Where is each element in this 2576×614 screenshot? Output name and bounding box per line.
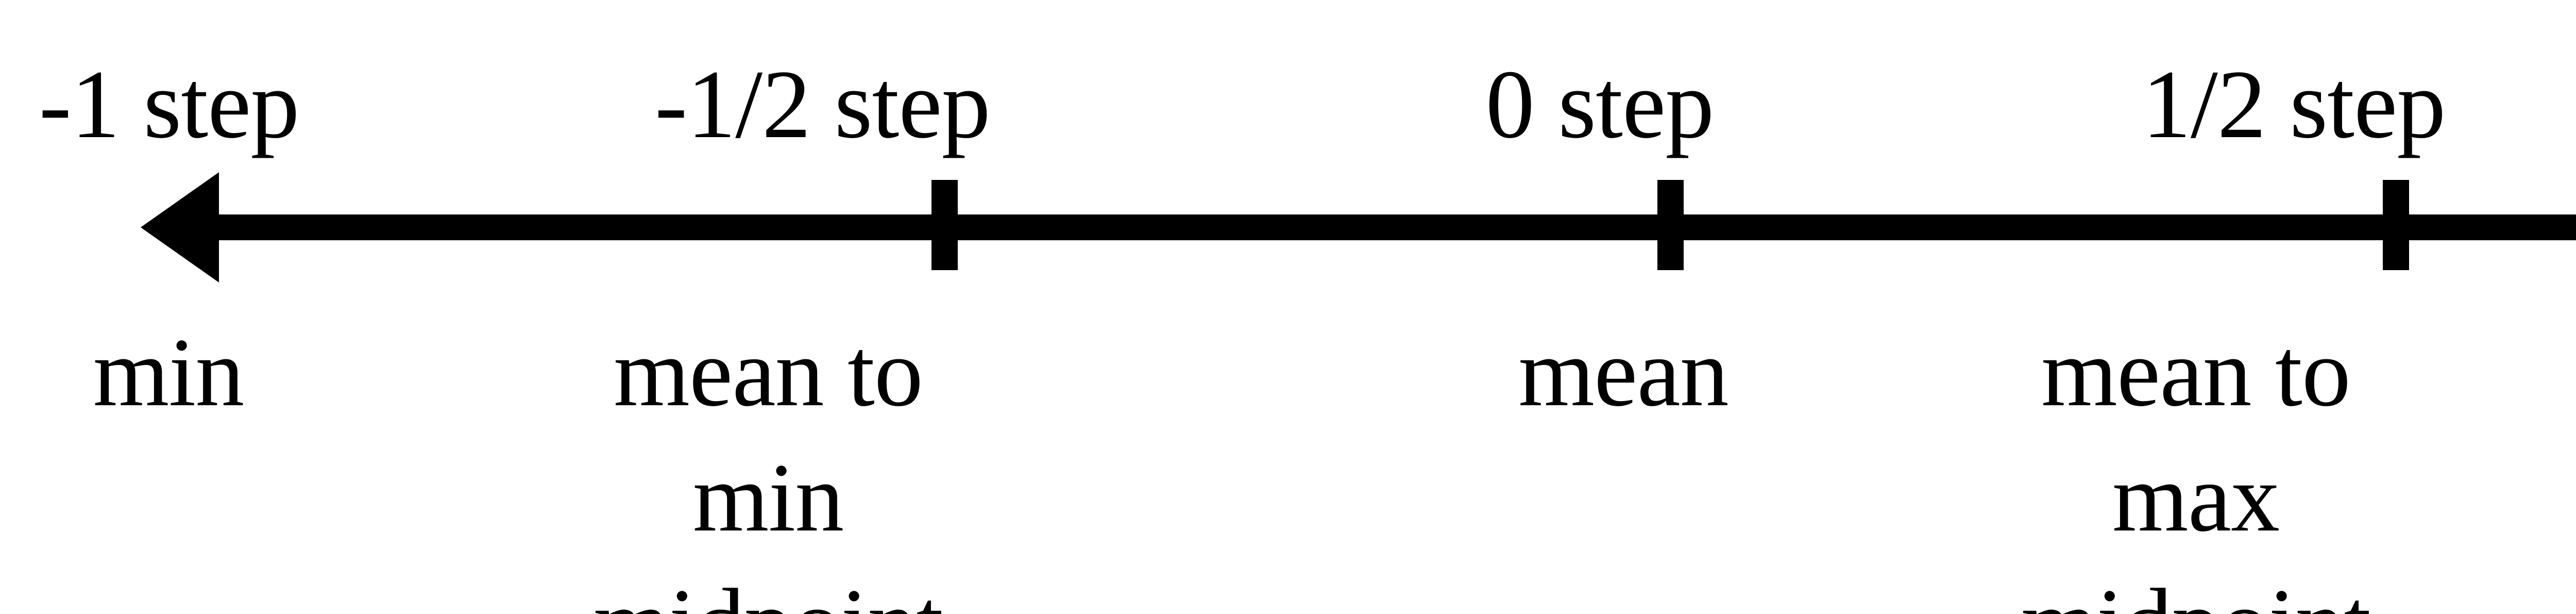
value-label-line-1: mean to max (2041, 319, 2351, 552)
value-label-mean: mean (1518, 319, 1728, 427)
tick-plus-half-step (2383, 180, 2409, 270)
value-label-mean-to-max-midpoint: mean to max midpoint (2000, 310, 2392, 614)
value-label-line-2: midpoint (2021, 569, 2371, 614)
value-label-min: min (93, 319, 245, 427)
axis-shaft (216, 214, 2576, 240)
value-label-line-2: midpoint (594, 569, 943, 614)
step-label-minus-half-step: -1/2 step (655, 51, 991, 159)
value-label-line-1: mean to min (614, 319, 923, 552)
tick-minus-half-step (931, 180, 958, 270)
value-label-mean-to-min-midpoint: mean to min midpoint (572, 310, 964, 614)
tick-zero-step (1657, 180, 1684, 270)
step-label-minus-one-step: -1 step (39, 51, 300, 159)
left-arrowhead-icon (141, 172, 219, 283)
step-label-plus-half-step: 1/2 step (2142, 51, 2446, 159)
step-label-zero-step: 0 step (1485, 51, 1715, 159)
